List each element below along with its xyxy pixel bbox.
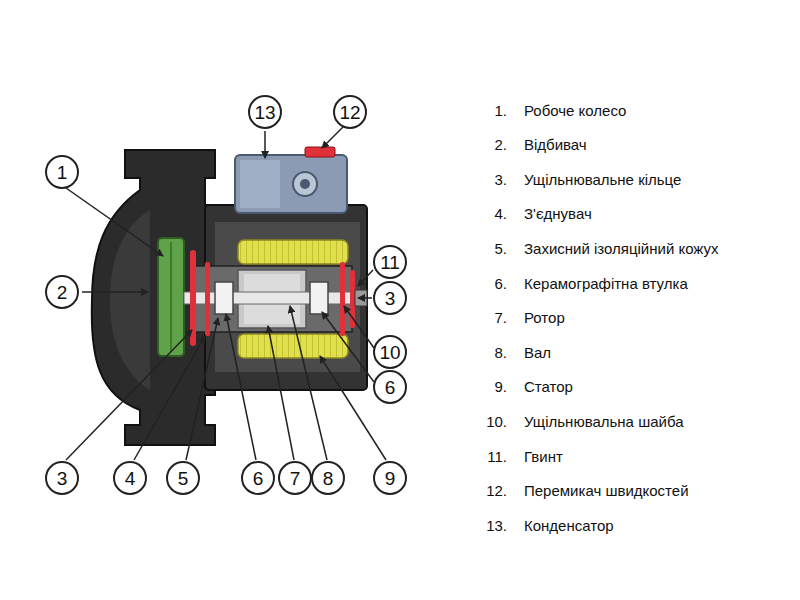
callout-number: 13 (254, 103, 275, 122)
list-number: 12. (486, 483, 507, 498)
list-number: 6. (494, 276, 507, 291)
part-name: Ущільнювальне кільце (524, 172, 681, 187)
part-name: Захисний ізоляційний кожух (524, 241, 719, 256)
part-name: Робоче колесо (524, 103, 626, 118)
callout-circle: 5 (166, 461, 200, 495)
part-name: Ротор (524, 310, 565, 325)
callout-number: 3 (385, 289, 396, 308)
callout-circle: 13 (248, 95, 282, 129)
list-number: 9. (494, 379, 507, 394)
part-name: Керамографітна втулка (524, 276, 688, 291)
callout-circle: 6 (373, 370, 407, 404)
list-number: 3. (494, 172, 507, 187)
callout-number: 1 (57, 163, 68, 182)
callout-number: 5 (178, 469, 189, 488)
callout-circle: 4 (113, 461, 147, 495)
callout-number: 4 (125, 469, 136, 488)
callout-number: 3 (57, 469, 68, 488)
callout-circle: 1 (45, 155, 79, 189)
callout-number: 11 (380, 253, 400, 272)
list-number: 2. (494, 137, 507, 152)
list-number: 7. (494, 310, 507, 325)
part-name: Перемикач швидкостей (524, 483, 689, 498)
callout-number: 6 (253, 469, 264, 488)
part-name: Ущільнювальна шайба (524, 414, 683, 429)
list-number: 10. (486, 414, 507, 429)
callout-circle: 11 (373, 245, 407, 279)
callout-number: 9 (385, 469, 396, 488)
list-number: 8. (494, 345, 507, 360)
callout-number: 6 (385, 378, 396, 397)
callout-number: 12 (339, 103, 360, 122)
list-number: 13. (486, 518, 507, 533)
callout-circle: 8 (311, 461, 345, 495)
callout-circle: 12 (333, 95, 367, 129)
part-name: Конденсатор (524, 518, 614, 533)
list-number: 5. (494, 241, 507, 256)
callout-number: 7 (290, 469, 301, 488)
callout-circle: 6 (241, 461, 275, 495)
part-name: Гвинт (524, 449, 563, 464)
callout-circle: 2 (45, 275, 79, 309)
part-name: З'єднувач (524, 206, 592, 221)
part-name: Статор (524, 379, 573, 394)
callout-circle: 3 (373, 281, 407, 315)
callout-circle: 7 (278, 461, 312, 495)
list-number: 4. (494, 206, 507, 221)
callout-circle: 3 (45, 461, 79, 495)
list-number: 1. (494, 103, 507, 118)
callout-number: 2 (57, 283, 68, 302)
callout-circle: 9 (373, 461, 407, 495)
part-name: Вал (524, 345, 551, 360)
callout-number: 10 (379, 343, 400, 362)
callout-circle: 10 (373, 335, 407, 369)
part-name: Відбивач (524, 137, 587, 152)
list-number: 11. (487, 449, 507, 464)
callout-number: 8 (323, 469, 334, 488)
